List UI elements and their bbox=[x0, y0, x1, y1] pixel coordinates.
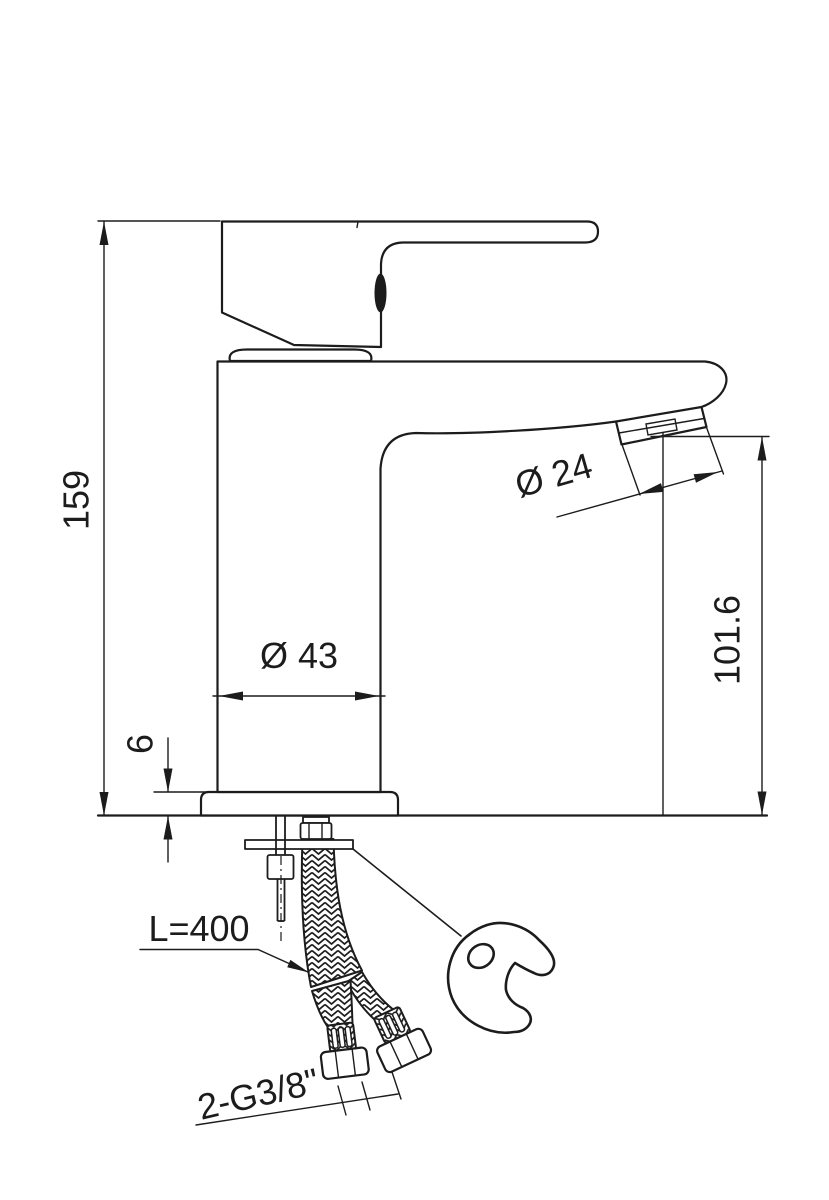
supply-hose-left bbox=[311, 979, 354, 1028]
extension-line bbox=[705, 425, 725, 475]
hose-fitting-left bbox=[319, 1021, 370, 1080]
callout-label-thread: 2-G3/8" bbox=[194, 1060, 323, 1128]
wrench-hole bbox=[466, 942, 496, 970]
aerator bbox=[614, 405, 705, 436]
supply-hose-bundle bbox=[300, 838, 363, 988]
basin-wrench bbox=[446, 921, 556, 1034]
dimension-label-base-diameter: Ø 43 bbox=[260, 635, 338, 676]
handle-collar bbox=[228, 348, 373, 363]
dimension-overall-height: 159 bbox=[56, 220, 221, 817]
basin-wrench-body bbox=[446, 921, 556, 1034]
centerline-tick bbox=[391, 1071, 402, 1100]
mounting-washer-plate bbox=[244, 839, 354, 850]
dimension-base-diameter: Ø 43 bbox=[212, 635, 386, 701]
installation-hardware bbox=[244, 816, 433, 1116]
faucet-body bbox=[216, 360, 728, 794]
hose-nut-left bbox=[319, 1046, 370, 1080]
centerline-tick bbox=[337, 1085, 347, 1116]
wrench-leader-line bbox=[352, 848, 462, 937]
handle-lever bbox=[220, 220, 600, 349]
centerline-tick bbox=[361, 1081, 371, 1111]
hose-nut-right bbox=[376, 1027, 433, 1074]
dimension-label-overall-height: 159 bbox=[56, 470, 97, 530]
dimension-line bbox=[556, 470, 723, 518]
base-plate bbox=[199, 790, 400, 817]
dimension-label-base-plate-thickness: 6 bbox=[120, 734, 161, 754]
aerator-insert bbox=[645, 418, 678, 436]
dimension-aerator-diameter: Ø 24 bbox=[510, 425, 725, 518]
handle-parting-tick bbox=[356, 220, 359, 229]
dimension-base-plate-thickness: 6 bbox=[120, 734, 213, 863]
faucet bbox=[199, 220, 728, 817]
handle-screw-cover bbox=[374, 273, 387, 313]
leader-line bbox=[195, 1093, 399, 1126]
hose-union-nut bbox=[299, 822, 333, 840]
leader-line bbox=[139, 948, 310, 974]
dimension-label-aerator-diameter: Ø 24 bbox=[510, 445, 596, 506]
extension-line bbox=[621, 445, 641, 496]
dimension-label-spout-height: 101.6 bbox=[707, 595, 748, 685]
callout-hose-length: L=400 bbox=[139, 908, 310, 974]
hose-fitting-right bbox=[373, 1006, 433, 1074]
dimension-spout-height: 101.6 bbox=[650, 432, 770, 816]
callout-label-hose-length: L=400 bbox=[148, 908, 249, 949]
